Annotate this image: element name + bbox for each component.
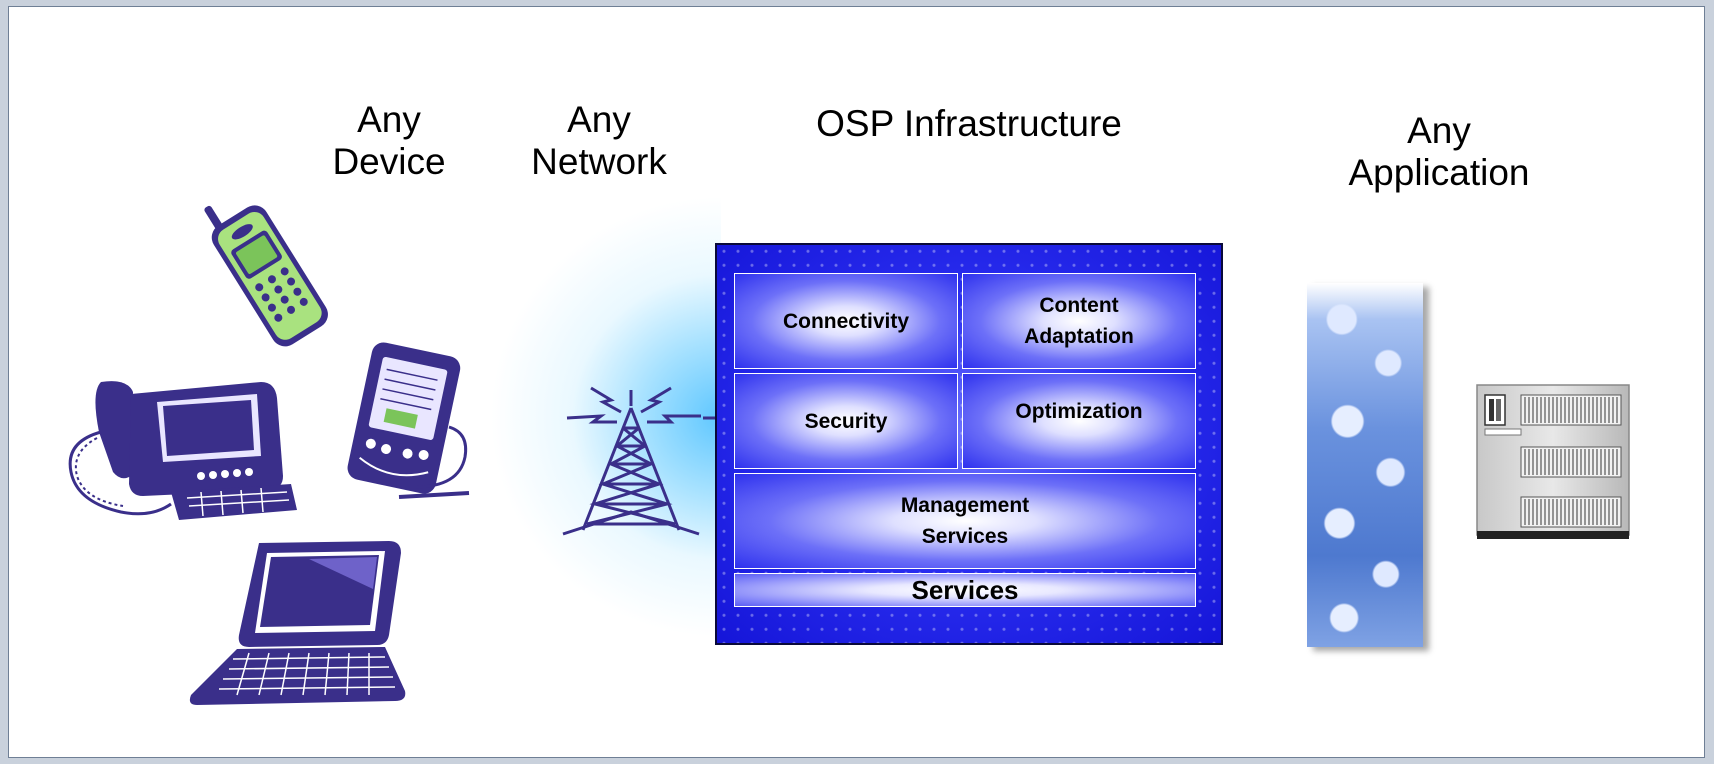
- connectivity-block: Connectivity: [734, 273, 958, 369]
- laptop-icon: [189, 541, 406, 705]
- any-network-label: Any Network: [531, 99, 667, 182]
- optimization-block: Optimization: [962, 373, 1196, 469]
- mobile-phone-icon: [204, 205, 328, 347]
- security-block: Security: [734, 373, 958, 469]
- people-crowd-image: [1307, 283, 1423, 647]
- any-device-label: Any Device: [332, 99, 446, 182]
- services-block: Services: [734, 573, 1196, 607]
- any-application-label: Any Application: [1348, 110, 1530, 193]
- server-icon: [1476, 384, 1630, 539]
- osp-infrastructure-label: OSP Infrastructure: [816, 103, 1122, 144]
- content-adaptation-block: Content Adaptation: [962, 273, 1196, 369]
- pda-icon: [347, 342, 470, 499]
- diagram-frame: Any Device Any Network OSP Infrastructur…: [8, 6, 1705, 758]
- radio-tower-icon: [562, 386, 721, 536]
- osp-infrastructure-box: Connectivity Content Adaptation Security…: [715, 243, 1223, 645]
- desk-phone-icon: [68, 381, 297, 520]
- management-services-block: Management Services: [734, 473, 1196, 569]
